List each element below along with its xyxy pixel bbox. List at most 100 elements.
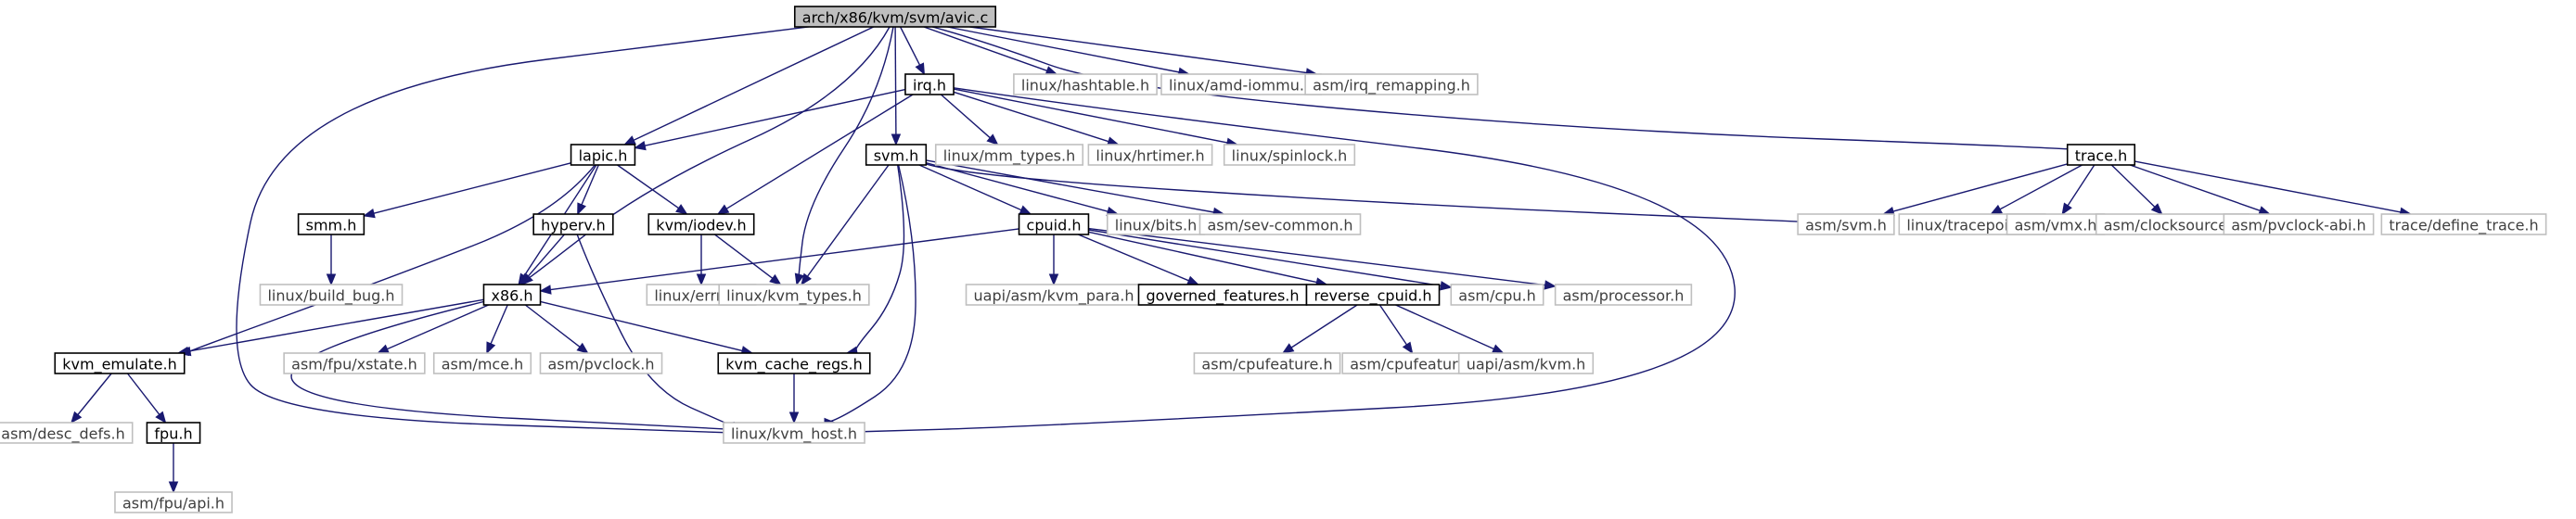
node-kvm-emulate-h[interactable]: kvm_emulate.h xyxy=(54,352,186,374)
edge-lapic-to-hyperv xyxy=(577,164,599,216)
edge-line xyxy=(540,300,743,352)
edge-svm-to-kvm_types xyxy=(801,164,890,286)
edge-reverse_cpuid-to-uapi_kvm xyxy=(1395,304,1505,354)
edge-line xyxy=(1088,231,1317,284)
edge-x86-to-pvclock xyxy=(524,304,589,354)
node-label: linux/bits.h xyxy=(1115,217,1197,234)
node-lapic-h[interactable]: lapic.h xyxy=(570,144,636,166)
edge-kvm_cache_regs-to-kvm_host xyxy=(788,373,800,424)
edge-line xyxy=(2067,164,2095,207)
node-irq-h[interactable]: irq.h xyxy=(904,73,955,95)
node-label: uapi/asm/kvm_para.h xyxy=(974,287,1134,306)
edge-hyperv-to-x86 xyxy=(519,234,565,286)
node-governed-features-h[interactable]: governed_features.h xyxy=(1137,284,1308,306)
node-reverse-cpuid-h[interactable]: reverse_cpuid.h xyxy=(1305,284,1441,306)
node-box xyxy=(1087,144,1213,166)
edge-irq-to-mm_types xyxy=(940,94,999,146)
edge-line xyxy=(1395,304,1494,350)
edge-kvm_iodev-to-kvm_types xyxy=(714,234,782,285)
node-trace-h[interactable]: trace.h xyxy=(2066,144,2136,166)
node-label: trace/define_trace.h xyxy=(2389,217,2538,235)
edge-line xyxy=(550,228,1019,291)
node-asm-processor-h: asm/processor.h xyxy=(1554,284,1693,306)
node-label: lapic.h xyxy=(579,147,628,165)
node-asm-mce-h: asm/mce.h xyxy=(432,352,532,374)
edge-lapic-to-kvm_iodev xyxy=(617,164,688,215)
node-box xyxy=(793,6,997,28)
edge-line xyxy=(576,234,735,427)
node-box xyxy=(904,73,955,95)
node-box xyxy=(482,284,542,306)
edge-trace-to-clocksource xyxy=(2110,164,2163,215)
node-label: asm/cpufeature.h xyxy=(1201,356,1332,373)
node-cpuid-h[interactable]: cpuid.h xyxy=(1018,213,1090,235)
edge-line xyxy=(236,26,810,434)
edge-line xyxy=(918,164,1022,211)
node-asm-cpu-h: asm/cpu.h xyxy=(1450,284,1544,306)
edge-line xyxy=(940,94,991,139)
node-box xyxy=(259,284,404,306)
node-svm-h[interactable]: svm.h xyxy=(865,144,928,166)
edge-line xyxy=(1088,227,1545,286)
edge-line xyxy=(529,26,891,279)
edge-arrowhead xyxy=(363,209,376,219)
node-linux-spinlock-h: linux/spinlock.h xyxy=(1223,144,1356,166)
edge-line xyxy=(77,373,112,415)
node-label: linux/tracepoint.h xyxy=(1906,217,2037,234)
edge-arrowhead xyxy=(623,135,636,146)
node-label: arch/x86/kvm/svm/avic.c xyxy=(802,9,988,27)
edge-line xyxy=(1290,304,1358,348)
node-box xyxy=(1457,352,1595,374)
node-smm-h[interactable]: smm.h xyxy=(297,213,365,235)
node-asm-cpufeature-h: asm/cpufeature.h xyxy=(1193,352,1341,374)
node-asm-pvclock-h: asm/pvclock.h xyxy=(539,352,663,374)
edge-line xyxy=(126,373,160,415)
edge-arrowhead xyxy=(675,204,688,215)
node-linux-hashtable-h: linux/hashtable.h xyxy=(1013,73,1158,95)
node-asm-cpufeatures-h: asm/cpufeatures.h xyxy=(1341,352,1497,374)
node-hyperv-h[interactable]: hyperv.h xyxy=(532,213,614,235)
edge-line xyxy=(633,26,874,141)
node-kvm-cache-regs-h[interactable]: kvm_cache_regs.h xyxy=(717,352,871,374)
edge-line xyxy=(2110,164,2156,208)
node-fpu-h[interactable]: fpu.h xyxy=(146,422,201,444)
edge-line xyxy=(645,88,906,146)
node-label: asm/pvclock-abi.h xyxy=(2231,217,2365,234)
edge-arrowhead xyxy=(801,272,812,286)
node-label: cpuid.h xyxy=(1027,217,1082,234)
edge-kvm_emulate-to-fpu xyxy=(126,373,167,424)
node-box xyxy=(297,213,365,235)
edge-arrowhead xyxy=(1440,281,1453,291)
node-box xyxy=(146,422,201,444)
node-box xyxy=(432,352,532,374)
node-box xyxy=(1193,352,1341,374)
node-label: linux/mm_types.h xyxy=(943,147,1076,166)
node-asm-irq-remapping-h: asm/irq_remapping.h xyxy=(1304,73,1479,95)
node-label: smm.h xyxy=(306,217,357,234)
node-box xyxy=(2380,213,2547,235)
node-arch-x86-kvm-svm-avic-c[interactable]: arch/x86/kvm/svm/avic.c xyxy=(793,6,997,28)
edge-x86-to-kvm_cache_regs xyxy=(540,300,754,356)
edge-arrowhead xyxy=(986,133,999,146)
edge-arrowhead xyxy=(577,202,586,216)
edge-avic-to-hashtable xyxy=(923,26,1058,76)
edge-arrowhead xyxy=(1186,275,1199,285)
node-x86-h[interactable]: x86.h xyxy=(482,284,542,306)
edge-arrowhead xyxy=(576,342,589,354)
edge-arrowhead xyxy=(519,272,532,286)
node-box xyxy=(1450,284,1544,306)
node-label: asm/desc_defs.h xyxy=(1,425,124,444)
edge-kvm_iodev-to-errno xyxy=(696,234,707,286)
edge-lapic-to-smm xyxy=(363,162,571,219)
edge-line xyxy=(947,26,1180,73)
node-box xyxy=(934,144,1084,166)
edge-cpuid-to-governed xyxy=(1078,234,1199,285)
node-label: linux/hrtimer.h xyxy=(1096,147,1204,165)
edge-line xyxy=(899,26,921,66)
node-kvm-iodev-h[interactable]: kvm/iodev.h xyxy=(647,213,755,235)
edge-line xyxy=(806,164,890,277)
node-trace-define-trace-h: trace/define_trace.h xyxy=(2380,213,2547,235)
node-box xyxy=(717,352,871,374)
node-label: kvm/iodev.h xyxy=(656,217,746,234)
node-box xyxy=(723,422,865,444)
